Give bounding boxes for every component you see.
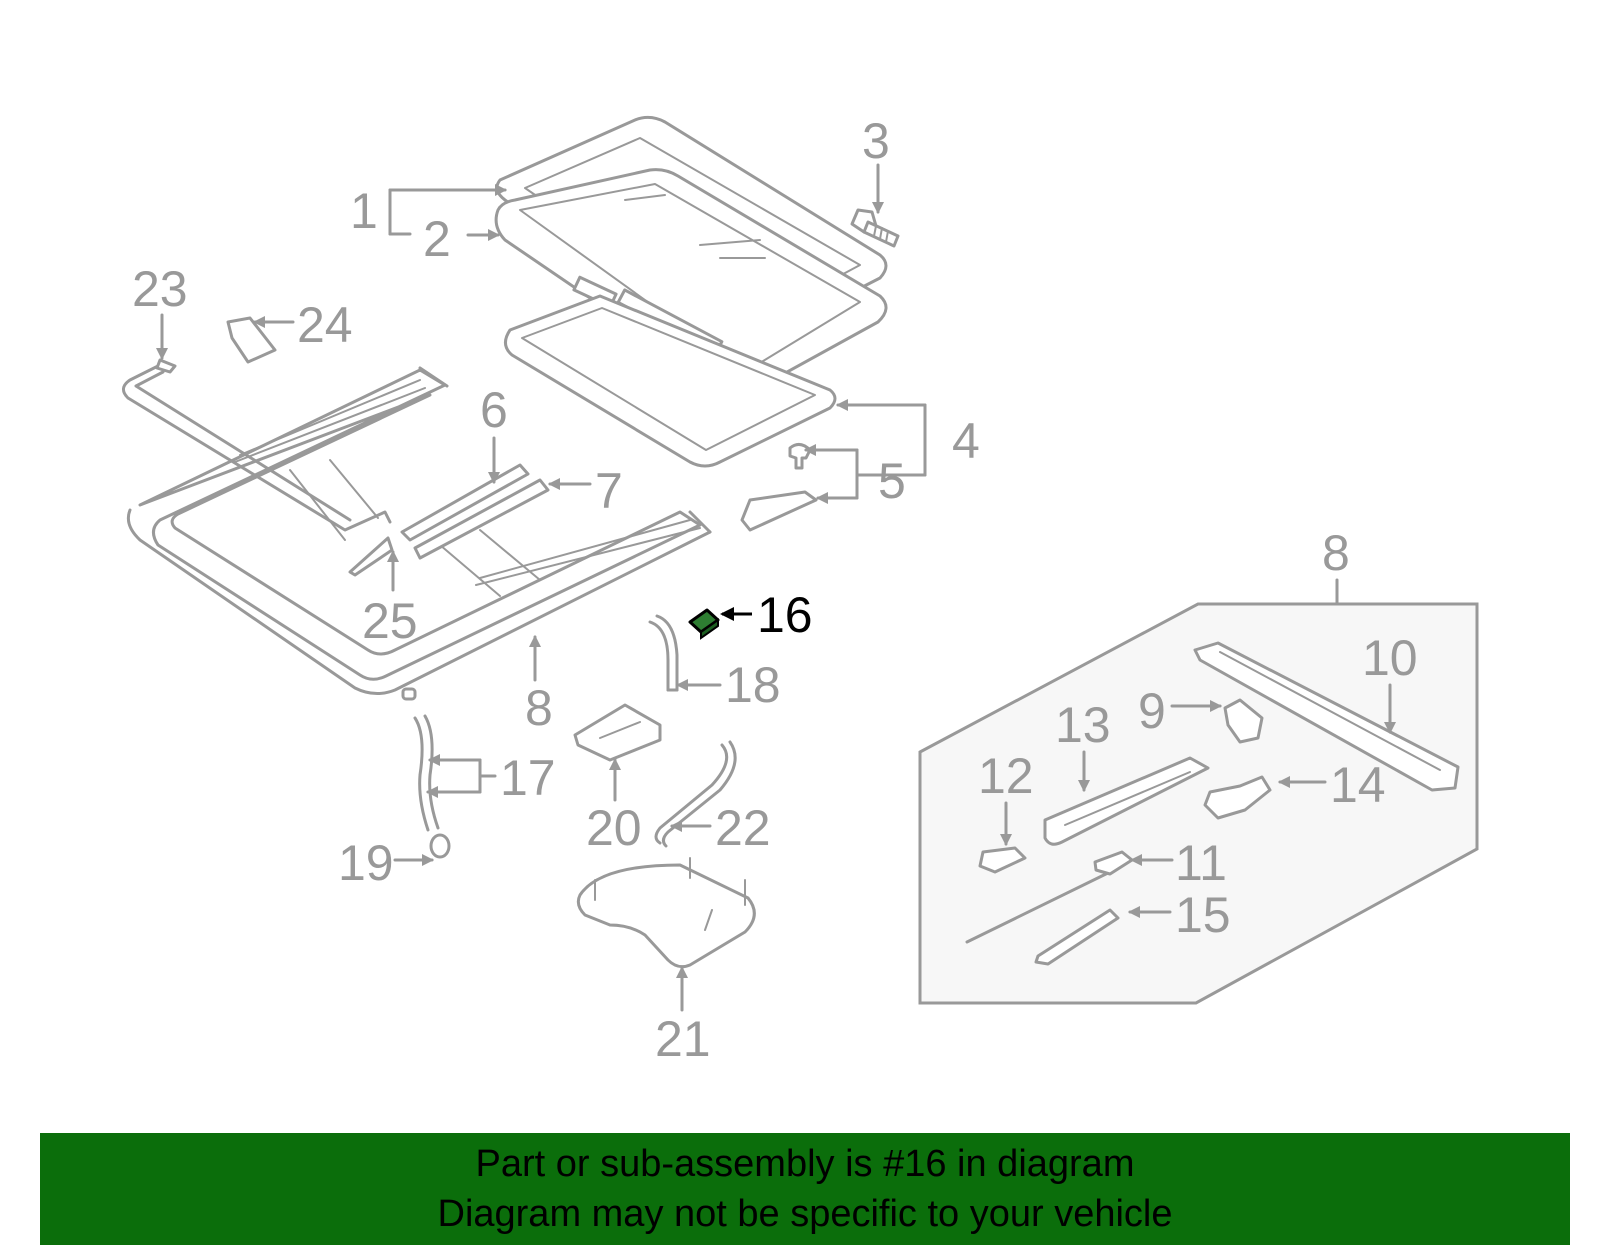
part-3-bolt bbox=[850, 208, 900, 248]
part-19-grommet bbox=[429, 833, 451, 859]
callout-6: 6 bbox=[480, 382, 508, 438]
callout-labels: 1 2 3 4 5 6 7 8 8 9 10 11 12 13 14 15 16… bbox=[132, 113, 1418, 1067]
part-7-rail bbox=[413, 478, 550, 560]
callout-5: 5 bbox=[878, 453, 906, 509]
part-24-bracket bbox=[226, 316, 277, 364]
callout-23: 23 bbox=[132, 261, 188, 317]
part-22-tube bbox=[654, 740, 737, 848]
callout-12: 12 bbox=[978, 748, 1034, 804]
callout-8-main: 8 bbox=[525, 680, 553, 736]
callout-8-inset: 8 bbox=[1322, 525, 1350, 581]
part-25-deflector bbox=[348, 536, 394, 577]
part-21-tray bbox=[576, 857, 756, 969]
banner-line-1: Part or sub-assembly is #16 in diagram bbox=[475, 1143, 1135, 1185]
part-20-block bbox=[573, 703, 662, 762]
callout-9: 9 bbox=[1138, 683, 1166, 739]
part-17-drain-hose bbox=[413, 714, 440, 832]
part-23-drain-frame bbox=[122, 358, 392, 532]
info-banner: Part or sub-assembly is #16 in diagram D… bbox=[40, 1133, 1570, 1245]
callout-21: 21 bbox=[655, 1011, 711, 1067]
banner-line-2: Diagram may not be specific to your vehi… bbox=[437, 1193, 1173, 1235]
callout-24: 24 bbox=[297, 297, 353, 353]
callout-16: 16 bbox=[757, 587, 813, 643]
part-4-sunshade bbox=[504, 294, 837, 468]
callout-19: 19 bbox=[338, 835, 394, 891]
callout-1: 1 bbox=[350, 183, 378, 239]
leader-lines bbox=[156, 163, 1396, 1012]
callout-14: 14 bbox=[1330, 757, 1386, 813]
callout-17: 17 bbox=[500, 750, 556, 806]
callout-22: 22 bbox=[715, 800, 771, 856]
callout-15: 15 bbox=[1175, 887, 1231, 943]
part-18-hose bbox=[648, 614, 679, 692]
part-8-frame bbox=[126, 366, 712, 701]
callout-25: 25 bbox=[362, 593, 418, 649]
callout-4: 4 bbox=[952, 413, 980, 469]
part-16-highlighted bbox=[688, 608, 720, 640]
callout-2: 2 bbox=[423, 211, 451, 267]
part-5-clips bbox=[740, 443, 818, 532]
callout-18: 18 bbox=[725, 657, 781, 713]
callout-13: 13 bbox=[1055, 697, 1111, 753]
callout-7: 7 bbox=[595, 463, 623, 519]
callout-10: 10 bbox=[1362, 630, 1418, 686]
callout-20: 20 bbox=[586, 800, 642, 856]
callout-11: 11 bbox=[1175, 835, 1227, 891]
inset-box-part-8 bbox=[918, 602, 1479, 1005]
parts-diagram: 1 2 3 4 5 6 7 8 8 9 10 11 12 13 14 15 16… bbox=[122, 113, 1479, 1067]
callout-3: 3 bbox=[862, 113, 890, 169]
